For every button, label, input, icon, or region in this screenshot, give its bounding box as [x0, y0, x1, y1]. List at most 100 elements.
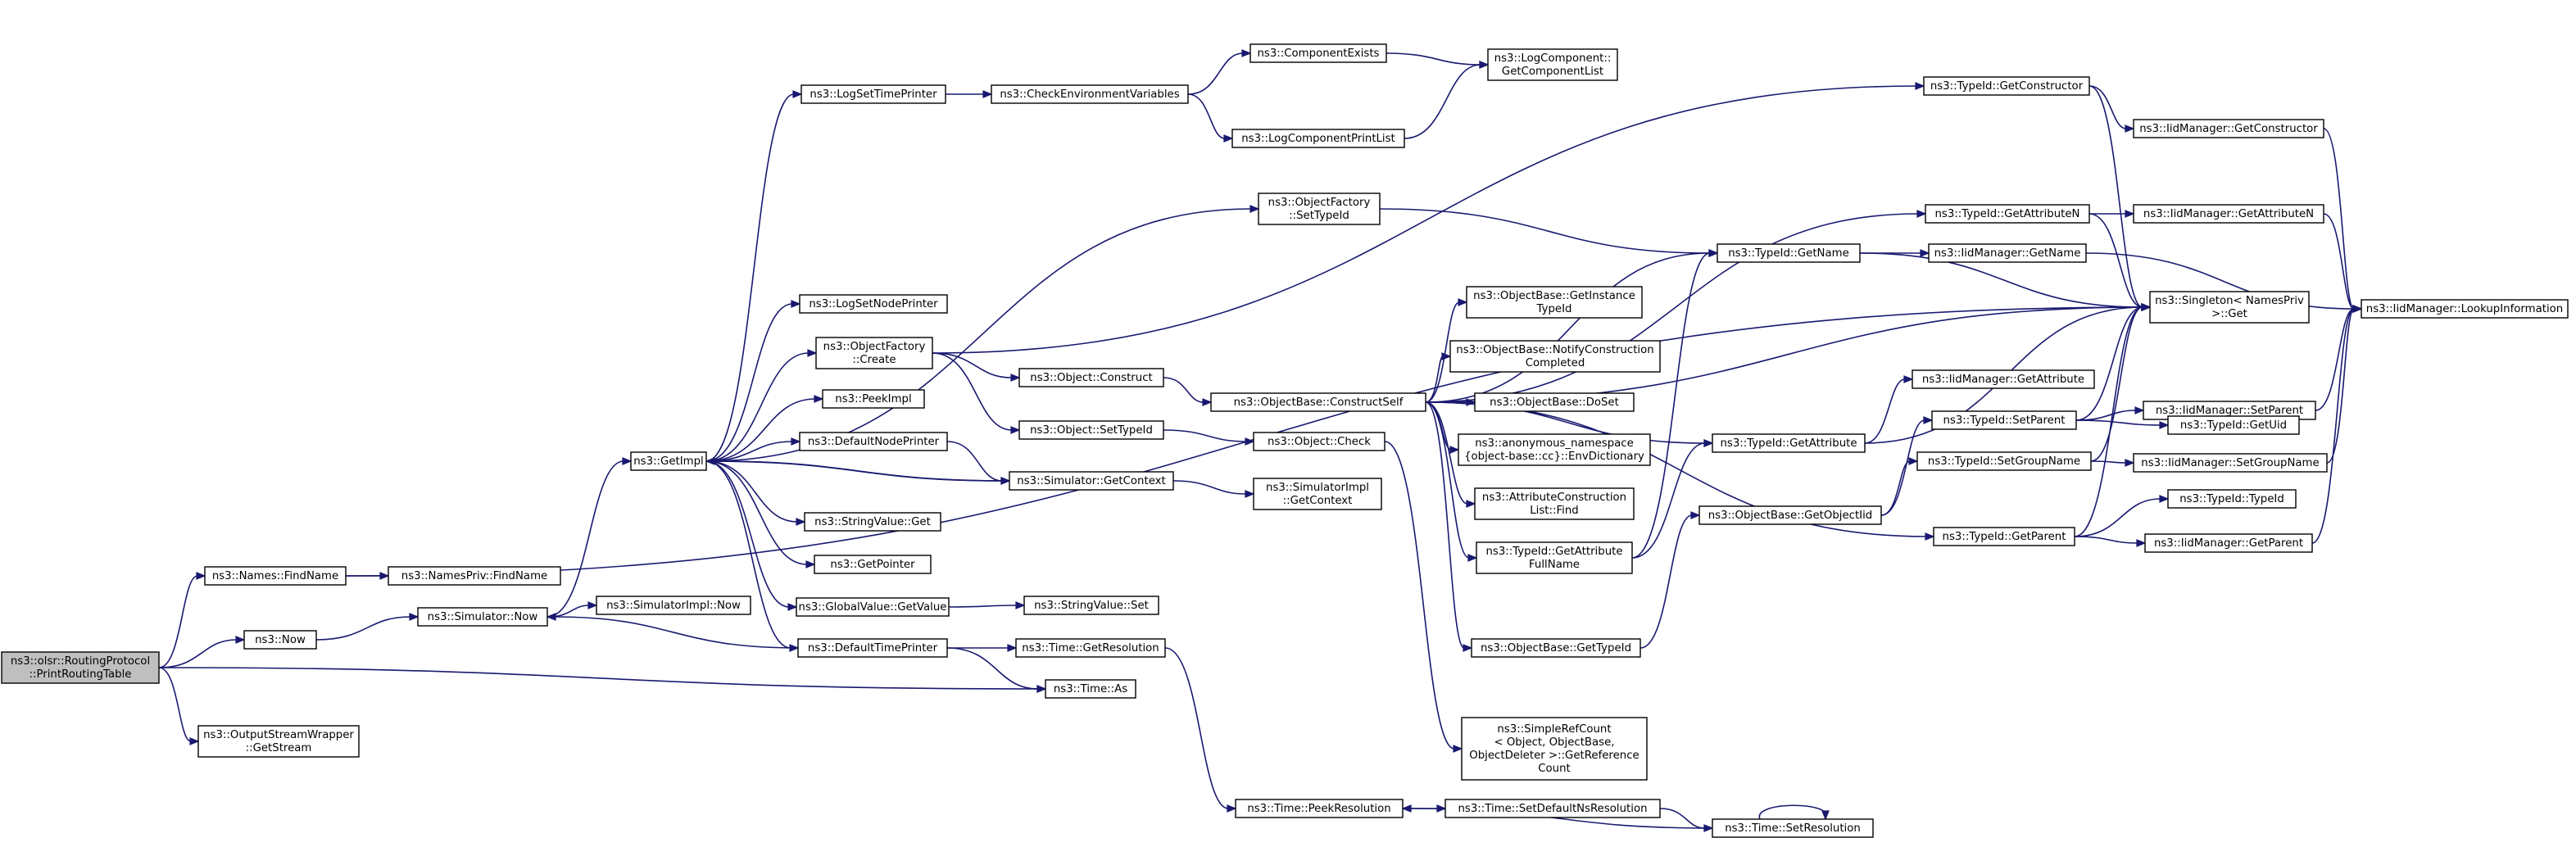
graph-edge	[2089, 210, 2135, 218]
graph-node[interactable]: ns3::ObjectBase::NotifyConstructionCompl…	[1449, 340, 1661, 373]
graph-node[interactable]: ns3::Time::SetDefaultNsResolution	[1444, 799, 1661, 818]
edge-line	[705, 303, 793, 462]
graph-node[interactable]: ns3::GetImpl	[630, 451, 707, 471]
graph-node[interactable]: ns3::ObjectBase::DoSet	[1474, 392, 1635, 412]
graph-node[interactable]: ns3::ObjectBase::GetTypeId	[1471, 638, 1641, 658]
graph-node[interactable]: ns3::Object::Check	[1253, 432, 1386, 451]
graph-node[interactable]: ns3::TypeId::GetParent	[1933, 527, 2075, 546]
graph-edge	[1164, 647, 1237, 813]
edge-line	[932, 85, 1917, 354]
node-box	[1931, 410, 2077, 430]
graph-edge	[158, 667, 1047, 693]
graph-node[interactable]: ns3::IidManager::LookupInformation	[2361, 299, 2569, 319]
graph-node[interactable]: ns3::LogSetNodePrinter	[799, 294, 948, 314]
graph-node[interactable]: ns3::DefaultTimePrinter	[797, 638, 948, 658]
node-label: ns3::IidManager::GetName	[1934, 247, 2081, 260]
graph-node[interactable]: ns3::anonymous_namespace{object-base::cc…	[1458, 433, 1651, 466]
edge-line	[1425, 401, 1470, 559]
graph-node[interactable]: ns3::Now	[243, 630, 317, 650]
graph-node[interactable]: ns3::TypeId::GetConstructor	[1923, 76, 2090, 96]
edge-line	[948, 605, 1018, 608]
graph-node[interactable]: ns3::ObjectBase::ConstructSelf	[1210, 392, 1426, 412]
node-box	[1474, 487, 1635, 520]
graph-node[interactable]: ns3::CheckEnvironmentVariables	[991, 84, 1189, 104]
node-label: ::GetContext	[1283, 495, 1353, 507]
graph-node[interactable]: ns3::LogComponent::GetComponentList	[1487, 48, 1618, 81]
graph-node[interactable]: ns3::Time::As	[1045, 679, 1136, 699]
graph-node[interactable]: ns3::IidManager::GetAttributeN	[2133, 204, 2324, 224]
graph-node[interactable]: ns3::TypeId::SetGroupName	[1916, 451, 2092, 471]
graph-node[interactable]: ns3::SimpleRefCount< Object, ObjectBase,…	[1461, 717, 1648, 781]
edge-line	[1187, 52, 1244, 95]
node-box	[243, 630, 317, 650]
graph-node[interactable]: ns3::TypeId::GetAttribute	[1712, 433, 1866, 453]
graph-edge	[2090, 303, 2152, 462]
graph-node[interactable]: ns3::TypeId::SetParent	[1931, 410, 2077, 430]
node-label: ns3::Time::As	[1054, 683, 1127, 695]
node-label: ns3::Simulator::GetContext	[1017, 475, 1165, 487]
node-box	[1009, 471, 1174, 491]
graph-node[interactable]: ns3::LogComponentPrintList	[1231, 129, 1405, 148]
graph-node[interactable]: ns3::TypeId::GetUid	[2167, 415, 2300, 435]
graph-edge	[158, 636, 246, 668]
node-box	[1253, 432, 1386, 451]
graph-node[interactable]: ns3::Time::GetResolution	[1015, 638, 1166, 658]
graph-node[interactable]: ns3::SimulatorImpl::Now	[596, 596, 751, 615]
graph-node[interactable]: ns3::IidManager::SetGroupName	[2133, 453, 2328, 473]
graph-node[interactable]: ns3::GetPointer	[814, 555, 932, 574]
graph-node[interactable]: ns3::LogSetTimePrinter	[800, 84, 946, 104]
graph-node[interactable]: ns3::Time::PeekResolution	[1235, 799, 1404, 818]
edge-arrowhead	[189, 737, 200, 745]
graph-node[interactable]: ns3::ComponentExists	[1249, 43, 1387, 63]
node-box	[1471, 638, 1641, 658]
node-box	[1015, 638, 1166, 658]
graph-node[interactable]: ns3::SimulatorImpl::GetContext	[1253, 478, 1382, 510]
graph-node[interactable]: ns3::Simulator::GetContext	[1009, 471, 1174, 491]
graph-node[interactable]: ns3::Singleton< NamesPriv>::Get	[2149, 291, 2310, 324]
graph-node[interactable]: ns3::TypeId::TypeId	[2167, 489, 2297, 509]
node-label: ns3::Time::SetDefaultNsResolution	[1458, 803, 1647, 815]
graph-edge	[705, 395, 824, 462]
edge-line	[946, 647, 1039, 690]
edge-line	[2088, 85, 2127, 129]
node-label: ns3::ComponentExists	[1257, 48, 1379, 60]
graph-node[interactable]: ns3::TypeId::GetAttributeN	[1925, 204, 2090, 224]
graph-node[interactable]: ns3::TypeId::GetName	[1717, 243, 1861, 263]
node-label: ns3::LogSetNodePrinter	[809, 298, 938, 310]
graph-node[interactable]: ns3::StringValue::Set	[1023, 596, 1159, 615]
graph-node[interactable]: ns3::ObjectFactory::SetTypeId	[1258, 192, 1381, 225]
graph-node[interactable]: ns3::OutputStreamWrapper::GetStream	[197, 725, 360, 758]
graph-edge	[946, 644, 1018, 652]
graph-node[interactable]: ns3::IidManager::GetAttribute	[1912, 369, 2095, 389]
node-box	[2133, 119, 2324, 138]
edge-line	[1163, 429, 1247, 442]
graph-node[interactable]: ns3::Names::FindName	[204, 566, 347, 586]
graph-node[interactable]: ns3::IidManager::GetParent	[2144, 533, 2313, 553]
graph-node[interactable]: ns3::Simulator::Now	[417, 607, 548, 627]
graph-node[interactable]: ns3::IidManager::GetConstructor	[2133, 119, 2324, 138]
graph-node[interactable]: ns3::Time::SetResolution	[1712, 818, 1874, 838]
edge-arrowhead	[1453, 745, 1463, 753]
graph-node[interactable]: ns3::GlobalValue::GetValue	[796, 597, 950, 617]
graph-edge	[1425, 401, 1478, 562]
graph-node[interactable]: ns3::ObjectFactory::Create	[815, 337, 933, 369]
node-label: ns3::NamesPriv::FindName	[401, 570, 547, 582]
graph-node[interactable]: ns3::IidManager::SetParent	[2143, 401, 2316, 420]
edge-line	[1163, 377, 1204, 403]
graph-node[interactable]: ns3::ObjectBase::GetObjectIid	[1698, 505, 1882, 525]
graph-node[interactable]: ns3::NamesPriv::FindName	[388, 566, 561, 586]
edge-arrowhead	[1915, 82, 1925, 90]
graph-node[interactable]: ns3::StringValue::Get	[804, 512, 941, 532]
graph-node[interactable]: ns3::DefaultNodePrinter	[799, 432, 948, 451]
graph-node[interactable]: ns3::PeekImpl	[822, 389, 925, 409]
graph-node[interactable]: ns3::IidManager::GetName	[1928, 243, 2087, 263]
graph-edge	[1187, 49, 1252, 95]
graph-node[interactable]: ns3::Object::SetTypeId	[1018, 420, 1164, 440]
edge-line	[554, 616, 799, 649]
node-box	[1925, 204, 2090, 224]
edge-line	[932, 352, 1013, 431]
graph-node[interactable]: ns3::Object::Construct	[1018, 368, 1164, 387]
